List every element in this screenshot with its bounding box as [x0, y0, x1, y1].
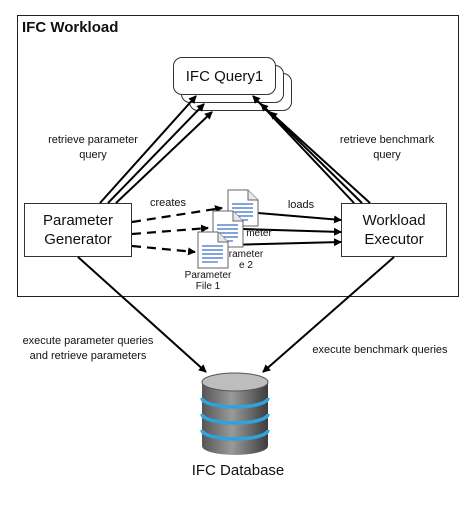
generator-line2: Generator — [44, 231, 112, 248]
creates-arrows — [131, 205, 223, 256]
query-label: IFC Query1 — [185, 67, 264, 85]
generator-line1: Parameter — [42, 212, 114, 229]
loads-arrows — [225, 212, 342, 247]
parameter-file-3-label: meter — [246, 228, 272, 239]
execute-benchmark-queries-label: execute benchmark queries — [312, 344, 448, 356]
query-box: IFC Query1 — [173, 57, 276, 95]
creates-label: creates — [149, 197, 187, 209]
ifc-workload-frame — [17, 15, 459, 297]
parameter-file-icon-1 — [197, 231, 229, 269]
executor-line2: Executor — [364, 231, 424, 248]
generator-to-query-arrows — [99, 95, 213, 204]
workload-title: IFC Workload — [22, 19, 119, 36]
loads-label: loads — [287, 199, 315, 211]
executor-line1: Workload — [362, 212, 426, 229]
to-database-arrows — [77, 256, 395, 373]
database-label: IFC Database — [191, 462, 285, 479]
executor-to-query-arrows — [252, 95, 371, 204]
database-icon — [200, 372, 270, 455]
